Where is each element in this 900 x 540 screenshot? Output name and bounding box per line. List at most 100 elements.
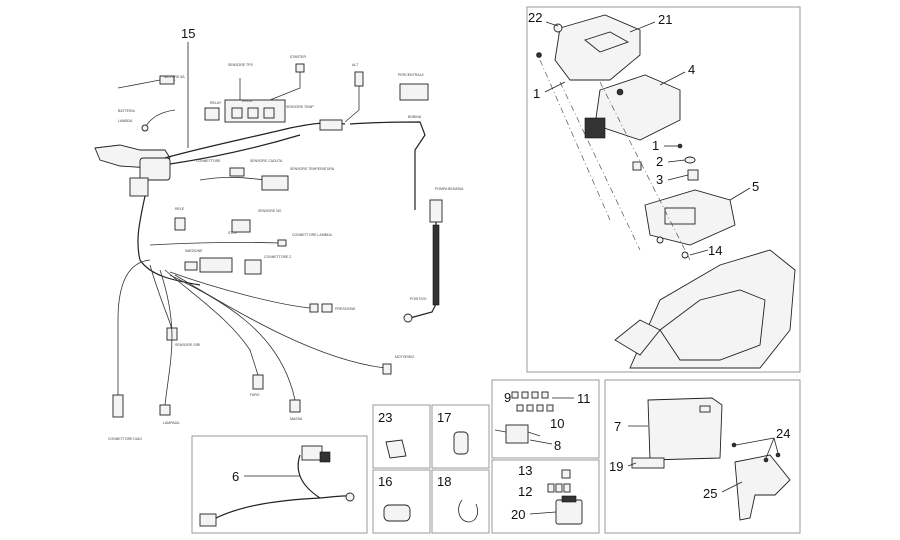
plug-left-down <box>112 394 124 418</box>
panel-fuses <box>491 379 600 459</box>
callout-7: 7 <box>614 419 621 434</box>
harness-rear-branch <box>349 121 426 210</box>
panel-relays <box>491 459 600 534</box>
plug-11 <box>231 219 251 233</box>
battery-pad <box>631 457 665 469</box>
harness-trunk <box>164 122 346 159</box>
connector-a <box>231 107 243 119</box>
relay-set <box>547 469 583 525</box>
callout-16: 16 <box>378 474 392 489</box>
leader-3 <box>667 174 689 181</box>
plug-13 <box>244 259 262 275</box>
plug-motor <box>159 75 175 85</box>
callout-23: 23 <box>378 410 392 425</box>
fuse <box>526 404 534 412</box>
leader-24b <box>765 437 775 459</box>
rubber-grommet <box>553 23 563 33</box>
tray-grommet-1 <box>656 236 664 244</box>
callout-3: 3 <box>656 172 663 187</box>
relay-box <box>555 499 583 525</box>
tray-recess <box>664 207 696 225</box>
harness-6-cable <box>211 495 353 521</box>
fuse-holder <box>505 424 529 444</box>
leader-1a <box>544 81 566 93</box>
wire-labels: MOTORE 5A BATTERIA SENSORE TPS STARTER R… <box>108 55 464 441</box>
fuse-holder-leads <box>494 429 541 437</box>
callout-6: 6 <box>232 469 239 484</box>
connector-b <box>247 107 259 119</box>
fuse <box>546 404 554 412</box>
bracket-window <box>584 31 630 53</box>
callout-12: 12 <box>518 484 532 499</box>
fuse <box>521 391 529 399</box>
fuse <box>541 391 549 399</box>
washer-2 <box>684 156 696 164</box>
part-16-holder <box>383 504 411 522</box>
wire-label: RELE <box>175 207 185 211</box>
rear-connector <box>429 199 443 223</box>
relay-top <box>561 495 577 503</box>
callout-1b: 1 <box>652 138 659 153</box>
panel-23 <box>372 404 431 469</box>
callout-9: 9 <box>504 390 511 405</box>
callout-10: 10 <box>550 416 564 431</box>
fuse <box>531 391 539 399</box>
terminal <box>563 483 571 493</box>
plug-8 <box>321 303 333 313</box>
frame-tab <box>614 319 661 356</box>
wire-label: CONNETTORE LAMBDA <box>292 233 332 237</box>
wire-label: RELAY <box>242 99 254 103</box>
leader-4 <box>659 71 686 86</box>
lead-sensor <box>144 109 176 129</box>
ecu-frame-assembly <box>536 14 796 369</box>
harness-6-ring <box>345 492 355 502</box>
battery <box>647 397 723 461</box>
callout-8: 8 <box>554 438 561 453</box>
plug-12 <box>199 257 233 273</box>
lead-2 <box>149 264 173 331</box>
tray-grommet-2 <box>681 251 689 259</box>
wire-label: LAMPADA <box>163 421 180 425</box>
callout-13: 13 <box>518 463 532 478</box>
bolt <box>731 442 737 448</box>
plug-6 <box>382 363 392 375</box>
leader-24a <box>735 437 775 446</box>
part-17-grommet <box>453 431 469 455</box>
wire-label: ALT <box>352 63 359 67</box>
wire-label: SENSORE NO <box>258 209 282 213</box>
frame-inner <box>659 289 766 361</box>
harness-6-branch <box>297 454 321 499</box>
fuse <box>516 404 524 412</box>
battery-bracket <box>734 454 791 521</box>
callout-14: 14 <box>708 243 722 258</box>
lead-3 <box>159 269 173 406</box>
panel-17 <box>431 404 490 469</box>
main-wiring-harness <box>94 63 443 418</box>
leader-25 <box>721 481 743 493</box>
wire-label: SENSORE GIRI <box>175 343 200 347</box>
leader-24c <box>773 437 779 454</box>
fuse <box>536 404 544 412</box>
wire-label: INIEZIONE <box>185 249 203 253</box>
harness-junction-box <box>139 157 171 181</box>
plug-10 <box>174 217 186 231</box>
callout-15: 15 <box>181 26 195 41</box>
panel-battery <box>604 379 801 534</box>
harness-6-end <box>199 513 217 527</box>
wire-label: SENSORE TEMPERATURA <box>290 167 335 171</box>
callout-25: 25 <box>703 486 717 501</box>
callout-19: 19 <box>609 459 623 474</box>
lead-4 <box>164 269 259 376</box>
wire-label: POMPA BENZINA <box>435 187 464 191</box>
grommet-3b <box>632 161 642 171</box>
harness-down-trunk <box>137 195 201 286</box>
connector-c <box>263 107 275 119</box>
battery-terminal <box>699 405 711 413</box>
wire-label: MOTORE 5A <box>164 75 185 79</box>
wire-label: POSITIVO <box>410 297 427 301</box>
assembly-line-1 <box>559 81 641 251</box>
wire-label: STARTER <box>290 55 306 59</box>
plug-9 <box>277 239 287 247</box>
callout-5: 5 <box>752 179 759 194</box>
